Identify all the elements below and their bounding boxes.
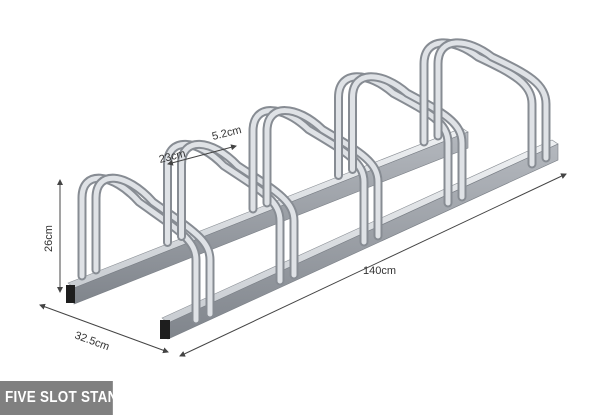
back-rail-end-cap [66, 285, 75, 303]
slot-5-outer-hoop-highlight [421, 40, 535, 167]
depth-dimension: 32.5cm [39, 303, 169, 354]
slot-3-outer-hoop-highlight [250, 108, 367, 245]
slot-5-inner-hoop-highlight [435, 40, 549, 161]
depth-label: 32.5cm [73, 330, 111, 354]
front-rail-end-cap [160, 320, 170, 339]
length-dimension: 140cm [179, 173, 567, 357]
tube-gap-label: 5.2cm [211, 124, 243, 143]
height-label: 26cm [43, 225, 55, 252]
length-label: 140cm [363, 265, 396, 277]
slot-4-outer-hoop-highlight [336, 74, 451, 206]
slot-4-inner-hoop-highlight [350, 74, 465, 200]
height-dimension: 26cm [43, 179, 63, 293]
product-title-badge: FIVE SLOT STAND [0, 381, 127, 415]
slot-3-inner-hoop-highlight [264, 108, 381, 239]
